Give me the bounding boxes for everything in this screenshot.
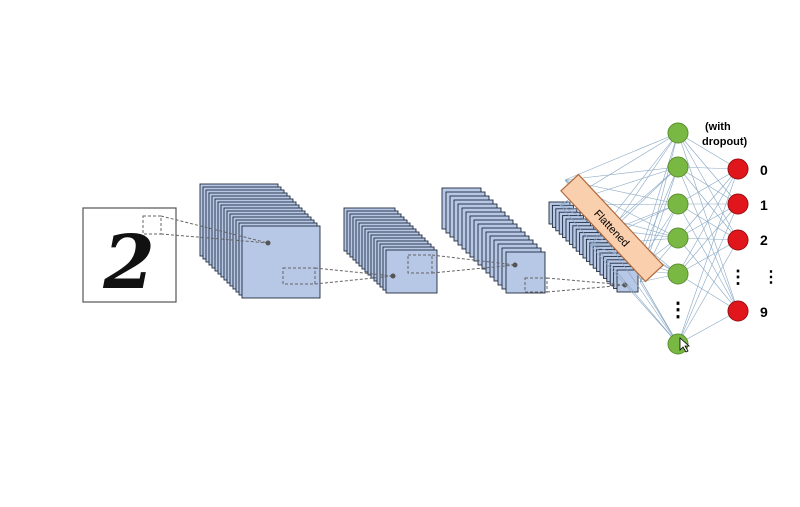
projection-dots — [265, 240, 628, 288]
projection-line — [431, 254, 516, 266]
hidden-node — [667, 263, 689, 285]
output-label-9: 9 — [760, 304, 768, 320]
output-label-ellipsis: ⋮ — [763, 269, 779, 286]
projection-dot — [622, 282, 628, 288]
flatten-rect — [560, 173, 664, 283]
hidden-node — [667, 193, 689, 215]
flatten-bar: Flattened — [560, 173, 664, 283]
connection-line — [611, 132, 679, 231]
connection-line — [564, 132, 679, 181]
conv1-receptive-field — [282, 267, 316, 285]
projection-dot — [390, 273, 396, 279]
connection-line — [589, 244, 679, 345]
conv1-feature-maps — [199, 183, 321, 299]
input-digit: 2 — [102, 220, 155, 306]
connection-line — [677, 168, 739, 275]
input-image: 2 — [82, 207, 177, 306]
connection-line — [611, 166, 679, 231]
pool1-feature-map — [385, 249, 438, 294]
conv1-feature-map — [241, 225, 321, 299]
hidden-node — [667, 156, 689, 178]
connection-line — [677, 168, 739, 239]
output-label-1: 1 — [760, 197, 768, 213]
hidden-node — [667, 333, 689, 355]
input-receptive-field — [142, 215, 162, 235]
connection-line — [639, 281, 679, 345]
projection-line — [546, 284, 626, 293]
connection-line — [564, 166, 679, 181]
projection-lines — [160, 215, 626, 293]
connection-line — [677, 239, 739, 345]
projection-line — [314, 267, 394, 277]
projection-dot — [265, 240, 271, 246]
projection-line — [160, 215, 269, 244]
pool2-feature-map — [616, 269, 639, 293]
projection-line — [546, 277, 626, 286]
output-node — [727, 158, 749, 180]
projection-line — [160, 233, 269, 244]
connection-line — [677, 168, 739, 205]
conv2-feature-maps — [441, 187, 546, 294]
mouse-cursor-icon — [679, 337, 691, 353]
hidden-ellipsis: ⋮ — [668, 299, 688, 321]
connection-line — [559, 204, 679, 345]
dropout-note-line1: (with — [705, 121, 731, 133]
output-label-2: 2 — [760, 232, 768, 248]
hidden-node — [667, 227, 689, 249]
pool1-receptive-field — [407, 254, 433, 274]
projection-line — [431, 264, 516, 274]
output-node — [727, 300, 749, 322]
dropout-note-line2: dropout) — [702, 136, 748, 148]
output-layer: ⋮ — [727, 158, 749, 322]
conv2-feature-map — [505, 251, 546, 294]
connection-line — [677, 203, 739, 275]
projection-dot — [512, 262, 518, 268]
hidden-node — [667, 122, 689, 144]
output-label-0: 0 — [760, 162, 768, 178]
pool1-feature-maps — [343, 207, 438, 294]
connection-line — [677, 168, 739, 345]
output-node — [727, 193, 749, 215]
projection-line — [314, 275, 394, 285]
connection-line — [677, 310, 739, 345]
connection-line — [677, 132, 739, 205]
hidden-layer — [667, 122, 689, 355]
connection-line — [677, 203, 739, 312]
output-node — [727, 229, 749, 251]
output-ellipsis: ⋮ — [729, 267, 747, 287]
conv2-receptive-field — [524, 277, 548, 293]
connection-line — [677, 203, 739, 345]
connection-line — [677, 132, 739, 170]
